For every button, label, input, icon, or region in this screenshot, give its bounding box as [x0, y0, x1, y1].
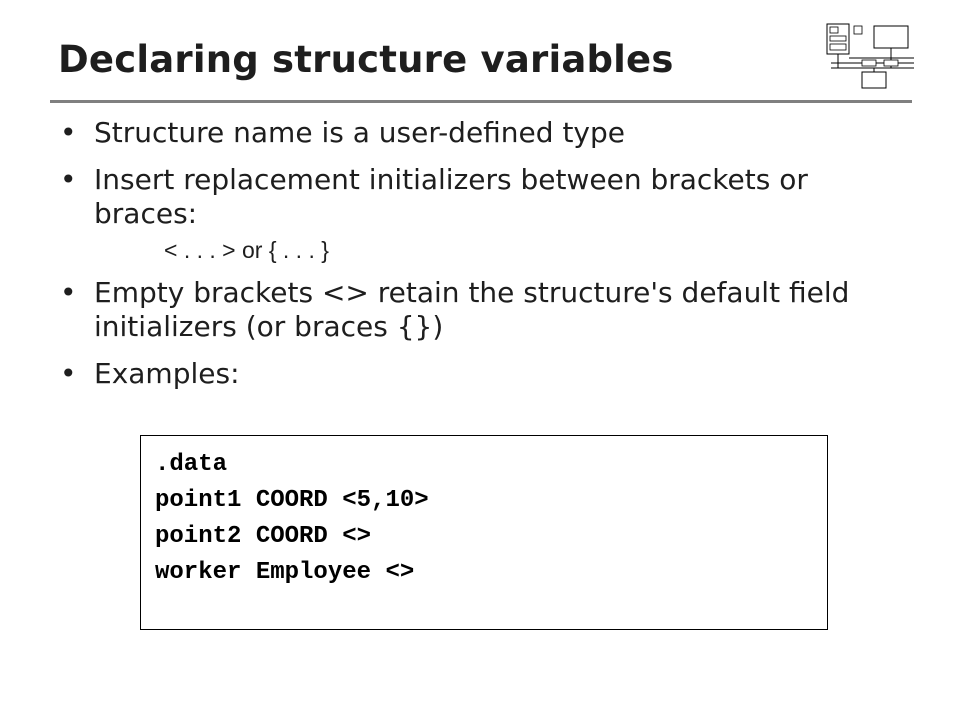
bullet-list: Structure name is a user-defined type In… [58, 116, 918, 391]
code-example-box: .data point1 COORD <5,10> point2 COORD <… [140, 435, 828, 630]
bullet-empty-brackets: Empty brackets <> retain the structure's… [58, 276, 918, 344]
code-line: point1 COORD <5,10> [155, 487, 429, 514]
bullet-user-defined-type: Structure name is a user-defined type [58, 116, 918, 150]
code-line: worker Employee <> [155, 559, 415, 586]
code-line: .data [155, 451, 228, 478]
title-divider [50, 100, 912, 103]
slide-title: Declaring structure variables [58, 38, 674, 81]
bracket-syntax-example: < . . . > or { . . . } [164, 237, 329, 263]
bullet-examples: Examples: [58, 357, 918, 391]
bullet-replacement-initializers: Insert replacement initializers between … [58, 163, 918, 231]
code-line: point2 COORD <> [155, 523, 372, 550]
computer-architecture-diagram-icon [826, 23, 914, 89]
